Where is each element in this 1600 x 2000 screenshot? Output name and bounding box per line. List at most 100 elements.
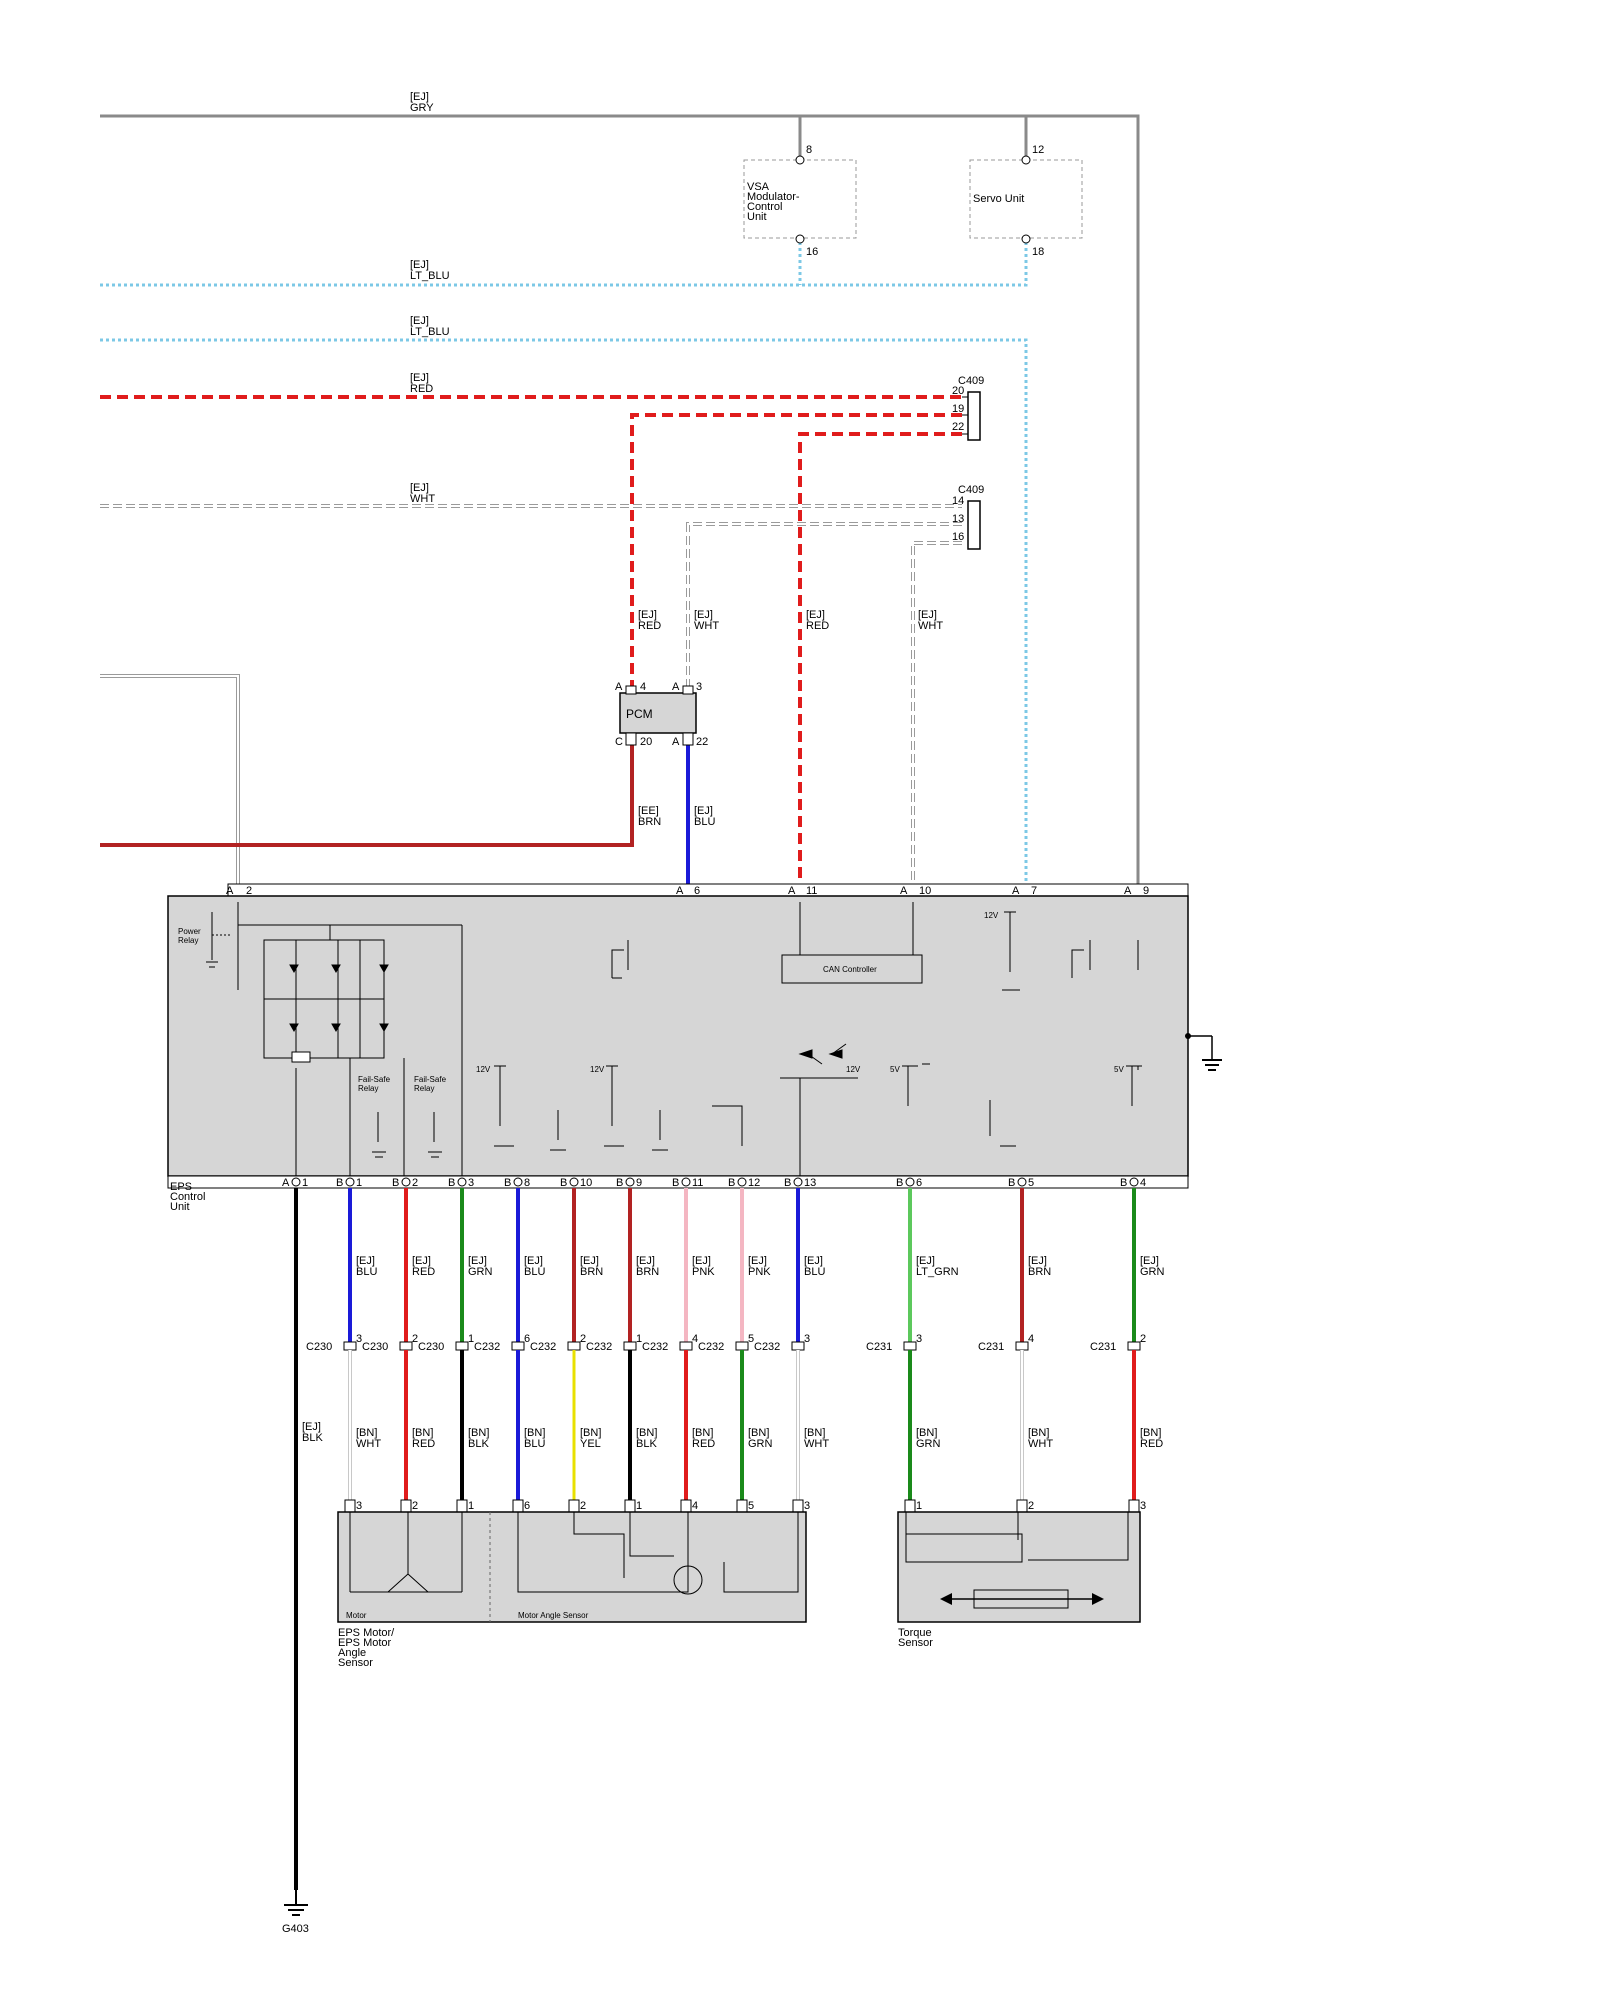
v5-1: 5V [890,1065,900,1074]
wire-code-label: [EJ] [1140,1255,1159,1267]
wire-color-label-2: RED [692,1438,715,1450]
power-relay-label-2: Relay [178,936,198,945]
c409-a-pin1: 20 [952,385,964,397]
v12-3: 12V [846,1065,861,1074]
can-controller-label: CAN Controller [823,965,877,974]
pcm-a-letter-3: A [672,736,680,748]
wire-code-label-2: [BN] [692,1427,713,1439]
pin-terminal [681,1177,691,1187]
label-pcm-wht-code: [EJ] [694,609,713,621]
connector-label: C230 [362,1341,388,1353]
wire-color-label-2: WHT [804,1438,829,1450]
v12-4: 12V [984,911,999,920]
wire-ltblu-1 [100,242,1028,287]
connector-pin-label: 2 [580,1333,586,1345]
connector-terminal [1127,1341,1141,1351]
wire-code-label: [EJ] [468,1255,487,1267]
c409-a-label: C409 [958,375,984,387]
module-pin-label: 2 [412,1500,418,1512]
eps-label-2: Control [170,1191,205,1203]
pin-terminal [401,1177,411,1187]
wire-code-label: [EJ] [1028,1255,1047,1267]
wire-color-label-2: YEL [580,1438,601,1450]
eps-bottom-pin-num: 10 [580,1177,592,1189]
wire-gry [100,114,1140,902]
pin-terminal [625,1177,635,1187]
wire-code-label: [EJ] [692,1255,711,1267]
wire-color-label: RED [412,1266,435,1278]
connector-label: C232 [642,1341,668,1353]
vsa-label-1: VSA [747,181,770,193]
label-ltblu2: LT_BLU [410,326,450,338]
wire-code-label-2: [BN] [1028,1427,1049,1439]
motor-inner-label: Motor [346,1611,367,1620]
connector-c409-b: C409 14 13 16 [952,484,984,550]
wire-color-label: BLU [804,1266,825,1278]
wire-color-label-2: WHT [356,1438,381,1450]
label-blu: BLU [694,816,715,828]
wire-color-label: GRN [468,1266,493,1278]
wire-code-label: [EJ] [356,1255,375,1267]
connector-pin-label: 4 [1028,1333,1034,1345]
failsafe-1-label-2: Relay [358,1084,378,1093]
eps-top-pin-letter: A [788,885,796,897]
eps-bottom-pin-letter: B [728,1177,735,1189]
eps-bottom-pin-letter: B [784,1177,791,1189]
eps-bottom-pin-letter: B [504,1177,511,1189]
label-ee-brn: BRN [638,816,661,828]
wire-code-label: [EJ] [580,1255,599,1267]
connector-terminal [399,1341,413,1351]
connector-pin-label: 3 [916,1333,922,1345]
wire-code-label-2: [BN] [636,1427,657,1439]
module-pin [400,1499,412,1513]
eps-top-pin-num: 10 [919,885,931,897]
wire-code-label-2: [BN] [412,1427,433,1439]
connector-terminal [511,1341,525,1351]
module-pin [904,1499,916,1513]
eps-bottom-pin-num: 2 [412,1177,418,1189]
ground-label: G403 [282,1923,309,1935]
connector-terminal [343,1341,357,1351]
connector-pin-label: 2 [1140,1333,1146,1345]
connector-c409-a: C409 20 19 22 [952,375,984,441]
wire-color-label: LT_GRN [916,1266,959,1278]
pcm-module: PCM A 4 A 3 C 20 A 22 [615,681,708,748]
label-ej-red: [EJ] [410,372,429,384]
eps-bottom-pin-letter: A [282,1177,290,1189]
wire-code-label: [EJ] [302,1421,321,1433]
label-ee-code: [EE] [638,805,659,817]
module-pin [512,1499,524,1513]
wire-red-can [798,432,962,900]
eps-top-pin-letter: A [226,885,234,897]
connector-terminal [791,1341,805,1351]
label-pcm-red-code: [EJ] [638,609,657,621]
module-pin-label: 6 [524,1500,530,1512]
wire-wht-can [911,541,962,900]
c409-a-pin3: 22 [952,421,964,433]
label-can-red: RED [806,620,829,632]
eps-top-pin-num: 7 [1031,885,1037,897]
connector-label: C231 [866,1341,892,1353]
wire-color-label: BLU [524,1266,545,1278]
eps-label-3: Unit [170,1201,190,1213]
eps-bottom-pin-num: 9 [636,1177,642,1189]
module-pin [568,1499,580,1513]
eps-top-pin-letter: A [1012,885,1020,897]
eps-label-1: EPS [170,1181,192,1193]
motor-label-3: Angle [338,1647,366,1659]
wire-code-label-2: [BN] [748,1427,769,1439]
pin-terminal [905,1177,915,1187]
connector-label: C231 [1090,1341,1116,1353]
module-pin-label: 3 [804,1500,810,1512]
connector-label: C230 [418,1341,444,1353]
eps-bottom-pin-num: 5 [1028,1177,1034,1189]
eps-bottom-pin-letter: B [896,1177,903,1189]
vsa-pin-top: 8 [806,144,812,156]
eps-bottom-pin-letter: B [448,1177,455,1189]
wire-wht-pcm [686,522,962,690]
torque-label-1: Torque [898,1627,932,1639]
pin-terminal [513,1177,523,1187]
wire-color-label: BRN [1028,1266,1051,1278]
pcm-c-letter: C [615,736,623,748]
connector-pin-label: 6 [524,1333,530,1345]
